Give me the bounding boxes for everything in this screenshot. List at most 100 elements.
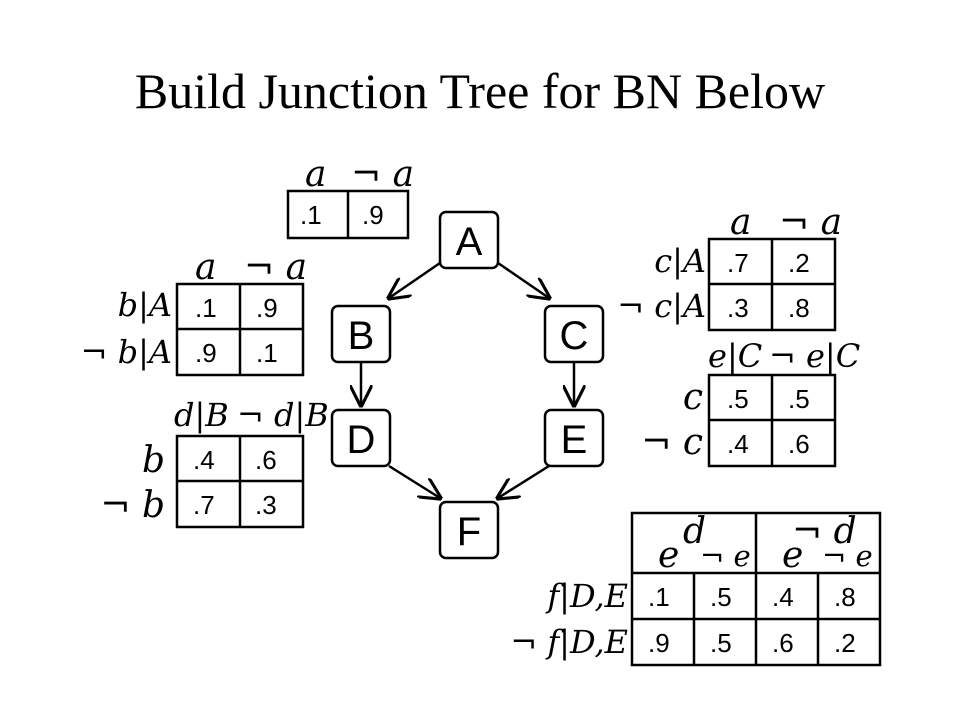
negation-symbol: ¬ xyxy=(617,287,645,325)
cpt-b-value: .1 xyxy=(195,293,217,323)
cpt-f-row-label: f|D,E xyxy=(547,577,628,615)
svg-text:B: B xyxy=(348,314,375,358)
cpt-b-grid xyxy=(175,282,305,377)
cpt-f-col-not-e-var: e xyxy=(855,539,873,573)
svg-text:C: C xyxy=(560,314,589,358)
cpt-d-value: .7 xyxy=(193,490,215,520)
cpt-f-row-label-var: f|D,E xyxy=(547,623,628,661)
cpt-d-grid xyxy=(175,434,305,529)
cpt-d-row-label: b xyxy=(141,440,165,481)
edge-e-f xyxy=(498,464,550,498)
cpt-e-grid xyxy=(707,373,837,468)
svg-text:E: E xyxy=(561,418,588,462)
cpt-b-value: .9 xyxy=(195,338,217,368)
cpt-c-grid xyxy=(707,237,837,332)
node-b: B xyxy=(330,304,392,364)
cpt-d-col-d-given-b: d|B xyxy=(174,396,229,434)
cpt-d-col-not-d-var: d|B xyxy=(273,396,329,434)
cpt-f-value: .8 xyxy=(834,582,856,612)
negation-symbol: ¬ xyxy=(351,154,382,195)
edge-d-f xyxy=(388,464,440,498)
negation-symbol: ¬ xyxy=(100,485,131,526)
svg-text:D: D xyxy=(347,418,376,462)
cpt-f-group-not-d-var: d xyxy=(833,511,857,552)
cpt-d-row-label: ¬ b xyxy=(100,488,165,524)
negation-symbol: ¬ xyxy=(700,539,725,573)
cpt-e-col-not-e-given-c: ¬ e|C xyxy=(769,340,860,372)
cpt-e-row-label: ¬ c xyxy=(641,425,703,461)
cpt-e-value: .5 xyxy=(788,384,810,414)
cpt-a-col-not-a: ¬ a xyxy=(351,157,414,193)
cpt-e-col-e-given-c: e|C xyxy=(708,337,763,375)
cpt-f-value: .5 xyxy=(710,628,732,658)
negation-symbol: ¬ xyxy=(80,333,108,371)
cpt-e-value: .4 xyxy=(727,429,749,459)
cpt-f-col-e: e xyxy=(658,535,680,576)
cpt-f-row-label: ¬ f|D,E xyxy=(510,626,628,658)
cpt-b-col-not-a-var: a xyxy=(285,247,308,288)
cpt-c-row-label-var: c|A xyxy=(654,287,706,325)
cpt-c-col-not-a-var: a xyxy=(820,202,843,243)
cpt-c-row-label: ¬ c|A xyxy=(617,290,706,322)
cpt-f-value: .2 xyxy=(834,628,856,658)
cpt-b-col-a: a xyxy=(195,247,217,288)
cpt-d-row-label-var: b xyxy=(141,485,165,526)
cpt-d-value: .6 xyxy=(255,445,277,475)
cpt-f-group-d: d xyxy=(683,511,707,552)
cpt-c-col-a: a xyxy=(730,202,752,243)
negation-symbol: ¬ xyxy=(244,247,275,288)
cpt-f-value: .9 xyxy=(648,628,670,658)
cpt-e-value: .5 xyxy=(727,384,749,414)
svg-text:A: A xyxy=(456,220,483,264)
node-f: F xyxy=(438,500,500,560)
cpt-a-col-not-a-var: a xyxy=(392,154,415,195)
cpt-f-col-not-e: ¬ e xyxy=(822,542,873,571)
negation-symbol: ¬ xyxy=(779,202,810,243)
edge-a-b xyxy=(389,261,441,298)
negation-symbol: ¬ xyxy=(237,396,264,434)
node-a: A xyxy=(438,210,500,270)
cpt-c-value: .2 xyxy=(788,248,810,278)
node-e: E xyxy=(543,408,605,468)
cpt-f-value: .5 xyxy=(710,582,732,612)
cpt-b-col-not-a: ¬ a xyxy=(244,250,307,286)
cpt-a-col-a: a xyxy=(305,154,327,195)
negation-symbol: ¬ xyxy=(510,623,538,661)
page-title: Build Junction Tree for BN Below xyxy=(134,63,826,119)
cpt-d-value: .4 xyxy=(193,445,215,475)
cpt-e-row-label: c xyxy=(682,377,703,418)
cpt-c-col-not-a: ¬ a xyxy=(779,205,842,241)
negation-symbol: ¬ xyxy=(769,337,796,375)
cpt-c-value: .8 xyxy=(788,293,810,323)
cpt-a-value: .1 xyxy=(300,200,322,230)
cpt-a-grid xyxy=(286,189,410,240)
cpt-c-value: .3 xyxy=(727,293,749,323)
cpt-e-row-label-var: c xyxy=(682,422,703,463)
cpt-b-row-label: ¬ b|A xyxy=(81,336,172,368)
cpt-f-col-not-e: ¬ e xyxy=(700,542,751,571)
node-d: D xyxy=(330,408,392,468)
negation-symbol: ¬ xyxy=(641,422,672,463)
cpt-f-group-not-d: ¬ d xyxy=(792,514,857,550)
cpt-f-col-e: e xyxy=(782,535,804,576)
cpt-e-col-not-e-var: e|C xyxy=(805,337,861,375)
cpt-b-value: .1 xyxy=(256,338,278,368)
cpt-c-row-label: c|A xyxy=(654,242,706,280)
cpt-e-value: .6 xyxy=(788,429,810,459)
cpt-d-col-not-d-given-b: ¬ d|B xyxy=(237,399,329,431)
cpt-f-col-not-e-var: e xyxy=(733,539,751,573)
negation-symbol: ¬ xyxy=(792,511,823,552)
cpt-f-value: .1 xyxy=(648,582,670,612)
cpt-f-value: .4 xyxy=(772,582,794,612)
cpt-a-value: .9 xyxy=(362,200,384,230)
cpt-d-value: .3 xyxy=(255,490,277,520)
svg-text:F: F xyxy=(457,510,481,554)
node-c: C xyxy=(543,304,605,364)
cpt-b-value: .9 xyxy=(256,293,278,323)
cpt-c-value: .7 xyxy=(727,248,749,278)
cpt-f-value: .6 xyxy=(772,628,794,658)
negation-symbol: ¬ xyxy=(822,539,847,573)
cpt-b-row-label-var: b|A xyxy=(117,333,172,371)
cpt-f-grid xyxy=(630,511,882,667)
